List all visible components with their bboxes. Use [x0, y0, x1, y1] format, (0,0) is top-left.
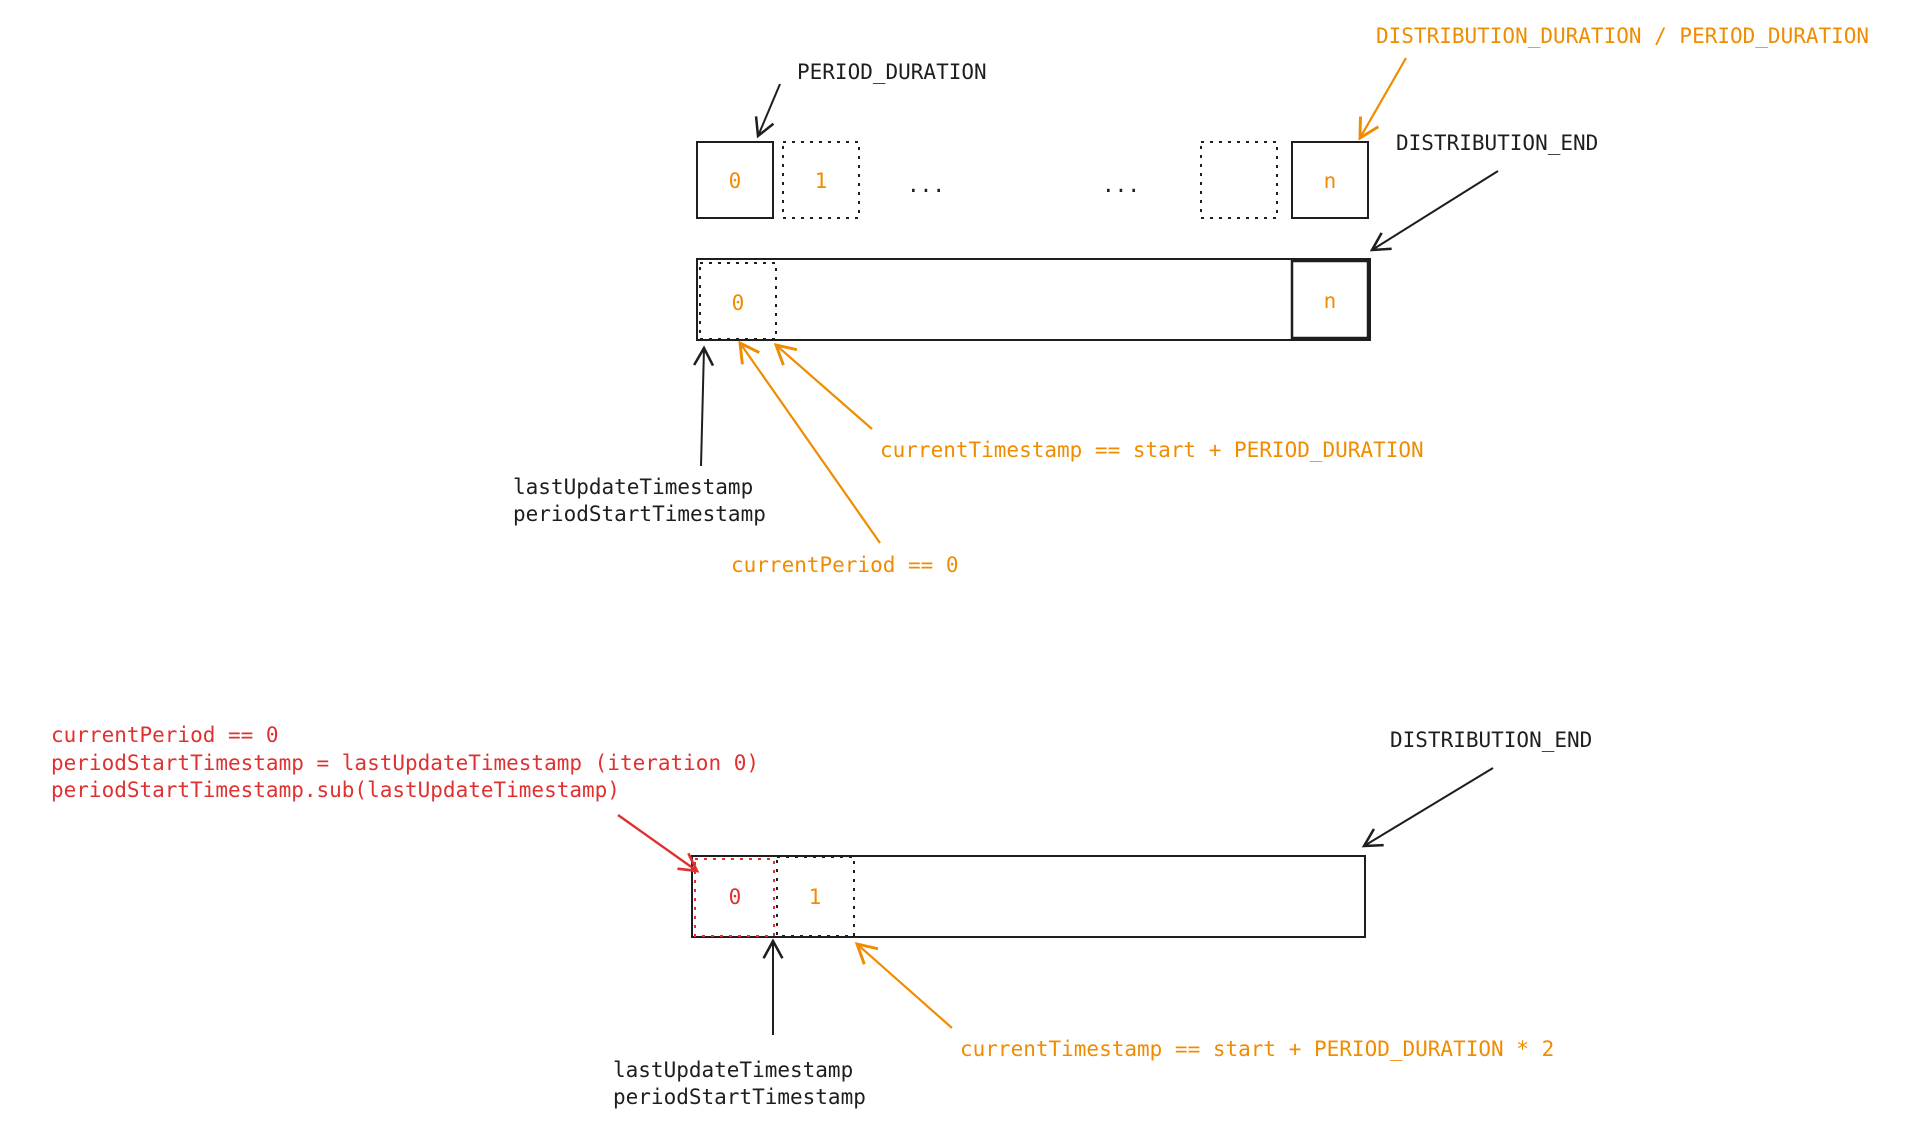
period-box-0-label: 0 — [729, 169, 742, 193]
period-box-placeholder — [1200, 141, 1278, 219]
current-period-label: currentPeriod == 0 — [731, 553, 959, 577]
note-line-2: periodStartTimestamp = lastUpdateTimesta… — [51, 751, 759, 775]
bar-period-0-bottom — [694, 858, 775, 937]
timestamps-label-top-line2: periodStartTimestamp — [513, 502, 766, 526]
timestamps-label-bottom-line2: periodStartTimestamp — [613, 1085, 866, 1109]
current-period-arrow — [738, 340, 881, 544]
period-duration-label: PERIOD_DURATION — [797, 60, 987, 84]
distribution-end-arrow-bottom — [1361, 767, 1494, 848]
note-arrow — [617, 814, 700, 873]
current-timestamp-label-top: currentTimestamp == start + PERIOD_DURAT… — [880, 438, 1424, 462]
distribution-bar-top — [696, 258, 1371, 341]
distribution-end-arrow-top — [1369, 170, 1499, 252]
current-timestamp-arrow-bottom — [854, 941, 953, 1029]
period-box-1 — [782, 141, 860, 219]
bar-period-1-label-bottom: 1 — [809, 885, 822, 909]
distribution-end-label-bottom: DISTRIBUTION_END — [1390, 728, 1592, 752]
bar-period-n-label-top: n — [1324, 289, 1337, 313]
bar-period-0-label-top: 0 — [732, 291, 745, 315]
timestamps-label-bottom-line1: lastUpdateTimestamp — [613, 1058, 853, 1082]
bar-period-n-top — [1290, 259, 1370, 340]
ellipsis-left: ... — [907, 173, 945, 197]
bar-period-0-label-bottom: 0 — [729, 885, 742, 909]
ellipsis-right: ... — [1102, 173, 1140, 197]
distribution-ratio-label: DISTRIBUTION_DURATION / PERIOD_DURATION — [1376, 24, 1869, 48]
period-box-n-label: n — [1324, 169, 1337, 193]
timestamps-arrow-top — [693, 345, 715, 467]
bar-period-1-bottom — [776, 856, 855, 937]
bottom-diagram: currentPeriod == 0 periodStartTimestamp … — [51, 723, 1592, 1109]
timestamps-label-top-line1: lastUpdateTimestamp — [513, 475, 753, 499]
period-duration-arrow — [754, 83, 781, 139]
note-line-1: currentPeriod == 0 — [51, 723, 279, 747]
distribution-ratio-arrow — [1358, 57, 1407, 141]
note-line-3: periodStartTimestamp.sub(lastUpdateTimes… — [51, 778, 620, 802]
period-box-1-label: 1 — [815, 169, 828, 193]
period-box-n — [1291, 141, 1369, 219]
current-timestamp-arrow-top — [773, 342, 873, 430]
distribution-end-label-top: DISTRIBUTION_END — [1396, 131, 1598, 155]
top-diagram: PERIOD_DURATION DISTRIBUTION_DURATION / … — [513, 24, 1869, 577]
bar-period-0-top — [699, 262, 777, 340]
period-box-0 — [696, 141, 774, 219]
distribution-bar-bottom — [691, 855, 1366, 938]
current-timestamp-label-bottom: currentTimestamp == start + PERIOD_DURAT… — [960, 1037, 1554, 1061]
